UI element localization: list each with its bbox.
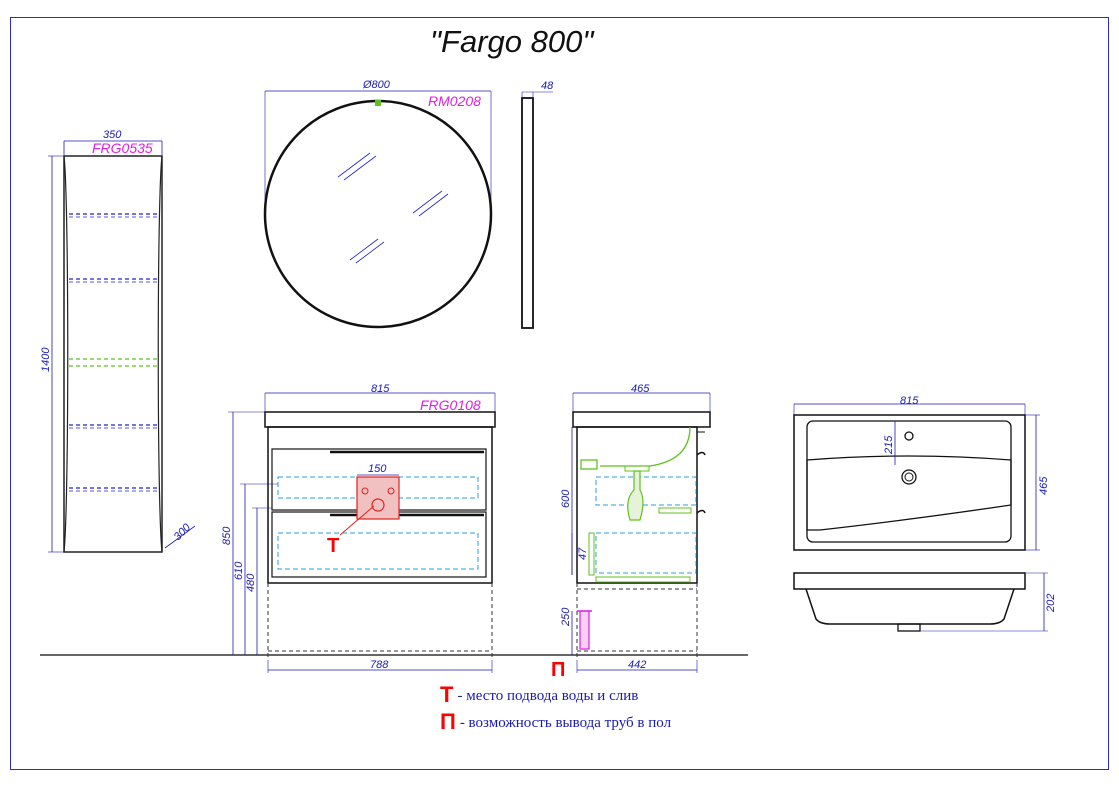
legend-text-floor: - возможность вывода труб в пол	[459, 715, 672, 731]
side-height-47: 47	[577, 547, 589, 560]
legend-symbol-water: T	[440, 682, 454, 707]
tall-cabinet-width: 350	[103, 129, 122, 141]
side-body	[576, 426, 698, 584]
floor-pipe-outlet	[579, 610, 590, 650]
legend-item-floor: П- возможность вывода труб в пол	[440, 709, 671, 735]
side-countertop	[572, 411, 711, 428]
basin-side-bowl	[805, 588, 1015, 625]
basin-view	[793, 403, 1048, 632]
drawing-title: "Fargo 800"	[430, 24, 594, 59]
tap-hole	[904, 431, 914, 441]
drain-hole	[901, 469, 917, 485]
legend-item-water: T- место подвода воды и слив	[440, 682, 638, 708]
vanity-front-view	[228, 392, 496, 673]
tall-cabinet-height: 1400	[40, 347, 52, 372]
vanity-code: FRG0108	[420, 397, 481, 413]
mirror-diameter: Ø800	[362, 79, 391, 91]
vanity-water-marker: T	[327, 535, 339, 557]
vanity-drawer-lower	[271, 511, 487, 578]
basin-top-outline	[793, 414, 1026, 551]
mirror-thickness: 48	[541, 80, 554, 92]
basin-side-rim	[793, 572, 1026, 590]
mirror-mount	[375, 100, 381, 106]
tall-cabinet-body	[63, 155, 163, 553]
side-floor-marker: П	[551, 659, 565, 681]
legend-text-water: - место подвода воды и слив	[457, 688, 639, 704]
vanity-body	[267, 426, 493, 584]
vanity-inner-width: 150	[368, 463, 387, 475]
mirror-code: RM0208	[428, 93, 481, 109]
basin-tap-offset: 215	[883, 435, 895, 455]
basin-depth: 465	[1038, 476, 1050, 495]
legend-symbol-floor: П	[440, 709, 456, 734]
vanity-side-view	[571, 392, 711, 673]
tall-cabinet-depth: 300	[172, 521, 194, 543]
vanity-top-width: 815	[371, 383, 390, 395]
tall-cabinet-code: FRG0535	[92, 140, 153, 156]
vanity-countertop	[264, 411, 496, 428]
basin-width: 815	[900, 395, 919, 407]
side-height-600: 600	[560, 489, 572, 508]
water-connection-zone	[356, 476, 400, 520]
vanity-bottom-width: 788	[370, 659, 389, 671]
side-depth-top: 465	[631, 383, 650, 395]
side-depth-bottom: 442	[628, 659, 646, 671]
tall-cabinet-view	[48, 140, 196, 553]
side-height-250: 250	[560, 607, 572, 627]
vanity-height-610: 610	[233, 561, 245, 580]
vanity-height-total: 850	[221, 526, 233, 545]
mirror-view	[263, 90, 553, 329]
sheet-border	[10, 17, 1109, 770]
basin-height: 202	[1045, 594, 1057, 613]
mirror-circle	[263, 99, 493, 329]
mirror-side-profile	[521, 97, 534, 329]
vanity-height-480: 480	[245, 573, 257, 592]
